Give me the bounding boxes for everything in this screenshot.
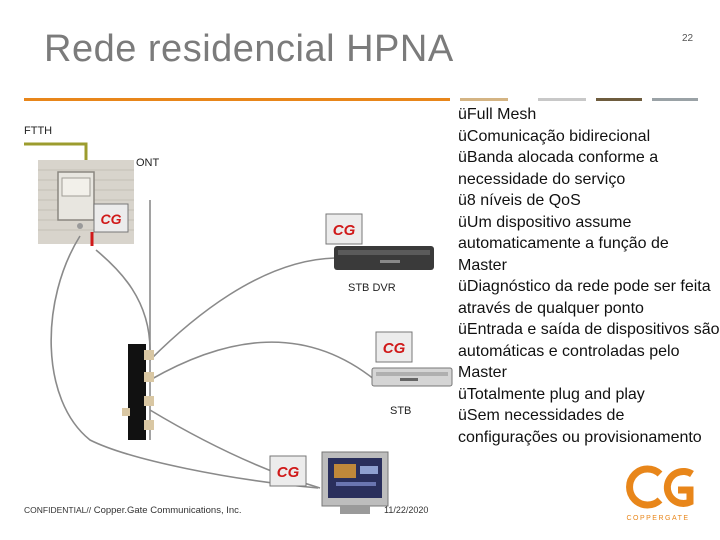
cable-stb-2 xyxy=(50,235,319,489)
bullet-text: 8 níveis de QoS xyxy=(466,192,581,209)
footer-confidential: CONFIDENTIAL// Copper.Gate Communication… xyxy=(24,505,242,516)
bullet-check-marker: ü xyxy=(458,106,467,123)
bullet-text: Totalmente plug and play xyxy=(466,385,645,403)
label-stb-dvr: STB DVR xyxy=(348,282,396,294)
bullet-check-marker: ü xyxy=(458,127,467,145)
header-rule-gray xyxy=(538,98,586,101)
bullet-check-marker: ü xyxy=(458,149,467,166)
bullet-check-marker: ü xyxy=(458,192,467,209)
bullet-check-marker: ü xyxy=(458,385,467,403)
coax-splitter xyxy=(122,344,154,440)
coppergate-chip-stb: CG xyxy=(375,331,413,363)
bullet-check-marker: ü xyxy=(458,213,467,231)
bullet-text: Comunicação bidirecional xyxy=(466,127,651,145)
page-number: 22 xyxy=(682,33,694,44)
label-stb: STB xyxy=(390,405,412,417)
cable-stb-dvr xyxy=(149,257,336,361)
coppergate-logo-text: COPPERGATE xyxy=(626,515,689,522)
bullet-text: Banda alocada conforme a necessidade do … xyxy=(458,149,659,188)
slide-title: Rede residencial HPNA xyxy=(44,28,454,70)
svg-text:CG: CG xyxy=(383,340,406,357)
bullet-item: üFull Mesh xyxy=(458,104,720,126)
coppergate-chip-pc: CG xyxy=(269,455,307,487)
coppergate-logo xyxy=(626,465,694,509)
bullet-item: üTotalmente plug and play xyxy=(458,384,720,406)
bullet-text: Sem necessidades de configurações ou pro… xyxy=(458,407,702,446)
header-rule-tan xyxy=(460,98,508,101)
svg-text:CG: CG xyxy=(333,222,356,239)
svg-text:CG: CG xyxy=(277,464,300,481)
bullet-item: ü8 níveis de QoS xyxy=(458,190,720,212)
bullet-check-marker: ü xyxy=(458,407,467,424)
footer-date: 11/22/2020 xyxy=(384,505,429,515)
stb-device xyxy=(371,367,453,387)
bullet-item: üEntrada e saída de dispositivos são aut… xyxy=(458,319,720,384)
bullet-text: Um dispositivo assume automaticamente a … xyxy=(458,213,669,274)
coppergate-chip-stb-dvr: CG xyxy=(325,213,363,245)
coppergate-chip-ont: CG xyxy=(93,203,129,233)
bullet-item: üBanda alocada conforme a necessidade do… xyxy=(458,147,720,190)
bullet-item: üComunicação bidirecional xyxy=(458,126,720,148)
footer-confidential-tag: CONFIDENTIAL// xyxy=(24,505,92,515)
cable-ont xyxy=(95,249,151,351)
bullet-text: Entrada e saída de dispositivos são auto… xyxy=(458,321,720,381)
stb-dvr-device xyxy=(334,246,434,270)
bullet-item: üUm dispositivo assume automaticamente a… xyxy=(458,212,720,277)
bullet-item: üDiagnóstico da rede pode ser feita atra… xyxy=(458,276,720,319)
cable-stb-1 xyxy=(149,341,376,381)
header-rule-brown xyxy=(596,98,642,101)
label-ont: ONT xyxy=(136,157,160,169)
bullet-check-marker: ü xyxy=(458,321,467,338)
label-ftth: FTTH xyxy=(24,125,53,137)
footer-company: Copper.Gate Communications, Inc. xyxy=(91,505,242,516)
svg-text:CG: CG xyxy=(101,211,122,227)
bullet-check-marker: ü xyxy=(458,278,467,295)
pc-monitor-device xyxy=(321,451,389,514)
bullet-item: üSem necessidades de configurações ou pr… xyxy=(458,405,720,448)
coax-cables xyxy=(50,199,376,489)
bullet-text: Diagnóstico da rede pode ser feita atrav… xyxy=(458,278,711,317)
header-rule-slate xyxy=(652,98,698,101)
bullet-text: Full Mesh xyxy=(466,106,537,123)
header-rule-orange xyxy=(24,98,450,101)
